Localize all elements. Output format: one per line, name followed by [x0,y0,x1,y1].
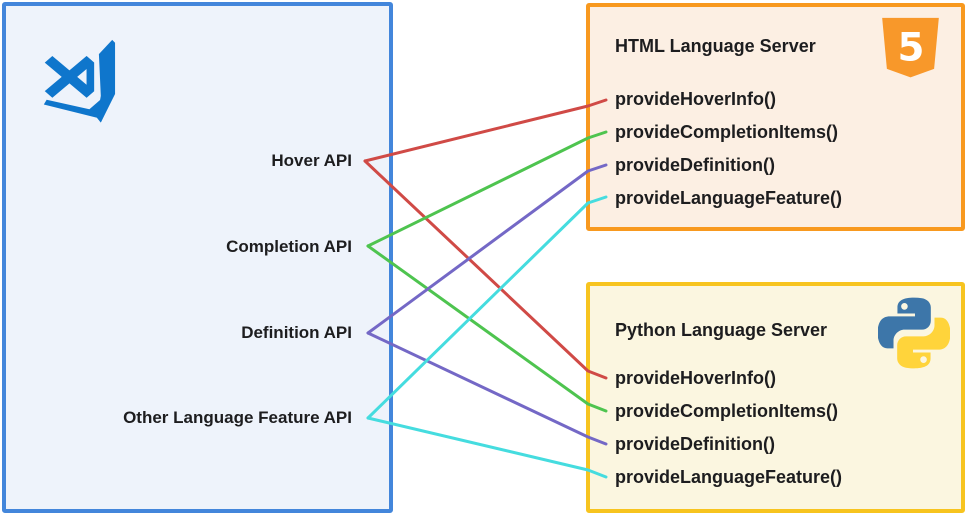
html-method-provide-language-feature: provideLanguageFeature() [615,188,843,208]
api-label-definition: Definition API [241,323,352,342]
python-method-provide-hover-info: provideHoverInfo() [615,368,777,388]
connector-hover-to-html [363,98,608,163]
python-server-title: Python Language Server [615,320,828,340]
html-method-provide-hover-info: provideHoverInfo() [615,89,777,109]
connector-completion-to-python [366,244,608,413]
html-method-provide-definition: provideDefinition() [615,155,775,175]
connector-hover-to-python [363,159,608,380]
api-label-hover: Hover API [271,151,352,170]
html5-logo-icon: 5 [882,17,939,78]
svg-text:5: 5 [897,25,924,70]
connector-completion-to-html [366,130,608,248]
python-logo-icon [878,297,950,369]
api-label-other-language-feature: Other Language Feature API [123,408,352,427]
html-language-server-box: HTML Language Server 5 provideHoverInfo(… [586,3,965,231]
api-label-completion: Completion API [226,237,352,256]
html-server-title: HTML Language Server [615,36,816,56]
python-method-provide-language-feature: provideLanguageFeature() [615,467,843,487]
python-language-server-box: Python Language Server provideHoverInfo(… [586,282,965,513]
python-method-provide-completion-items: provideCompletionItems() [615,401,839,421]
connector-definition-to-python [366,331,608,446]
html-method-provide-completion-items: provideCompletionItems() [615,122,839,142]
connector-definition-to-html [366,163,608,335]
connector-other-feature-to-python [366,416,608,479]
vscode-editor-box: Hover API Completion API Definition API … [2,2,393,513]
python-method-provide-definition: provideDefinition() [615,434,775,454]
vscode-logo-icon [43,39,116,123]
connector-other-feature-to-html [366,195,608,420]
